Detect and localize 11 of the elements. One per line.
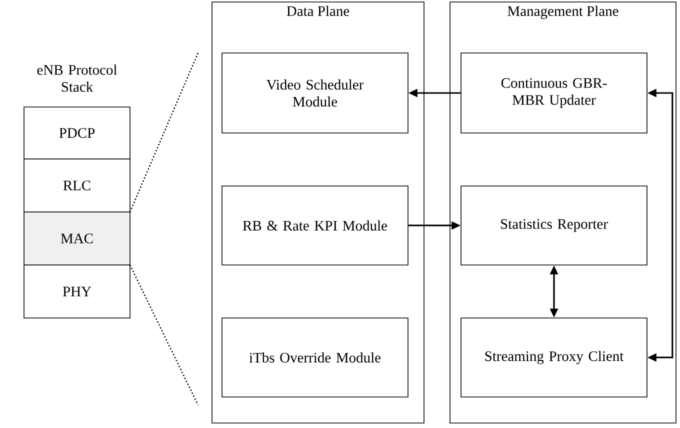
module-box: Continuous GBR-MBR Updater	[460, 52, 648, 134]
module-box: iTbs Override Module	[222, 318, 408, 398]
layer-box: PHY	[24, 264, 130, 318]
module-box: Video Scheduler Module	[222, 52, 408, 134]
layer-box: PDCP	[24, 106, 130, 160]
module-box: Streaming Proxy Client	[460, 318, 648, 398]
module-box: RB & Rate KPI Module	[222, 186, 408, 266]
layer-box: RLC	[24, 158, 130, 212]
module-box: Statistics Reporter	[460, 186, 648, 266]
stack-heading: eNB Protocol Stack	[37, 64, 117, 92]
layer-box: MAC	[24, 212, 130, 266]
